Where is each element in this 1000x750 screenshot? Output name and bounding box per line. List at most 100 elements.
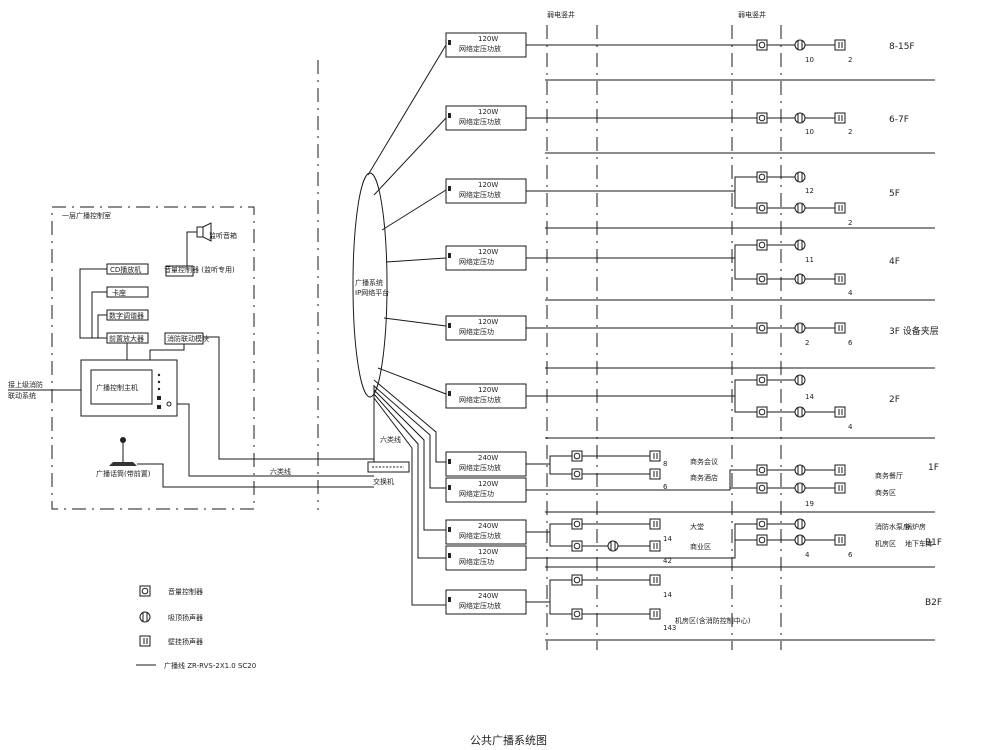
svg-text:12: 12 bbox=[805, 187, 814, 195]
svg-text:240W: 240W bbox=[478, 592, 498, 600]
wall-speaker-icon bbox=[649, 518, 661, 530]
svg-text:地下车库: 地下车库 bbox=[905, 539, 933, 548]
svg-text:8-15F: 8-15F bbox=[889, 42, 915, 52]
amplifier: 120W 网络定压功放 bbox=[445, 383, 527, 409]
svg-text:240W: 240W bbox=[478, 522, 498, 530]
speaker-runs bbox=[582, 44, 835, 615]
wall-speaker-icon bbox=[834, 406, 846, 418]
svg-text:锅炉房: 锅炉房 bbox=[905, 522, 926, 531]
zone-labels: 商务会议 商务酒店 商务餐厅 商务区 大堂 商业区 消防水泵房 机房区 锅炉房 … bbox=[675, 457, 933, 625]
volume-control-icon bbox=[139, 585, 151, 597]
ceiling-speaker-icon bbox=[794, 273, 806, 285]
svg-text:网络定压功放: 网络定压功放 bbox=[459, 463, 501, 472]
svg-text:卡座: 卡座 bbox=[112, 288, 126, 297]
svg-text:商务区: 商务区 bbox=[875, 488, 896, 497]
ceiling-speaker-icon bbox=[794, 239, 806, 251]
wall-speaker-icon bbox=[834, 112, 846, 124]
svg-text:网络定压功放: 网络定压功放 bbox=[459, 44, 501, 53]
svg-text:网络定压功: 网络定压功 bbox=[459, 557, 494, 566]
volume-control-icon bbox=[756, 202, 768, 214]
cable-mic-switch bbox=[137, 463, 374, 488]
svg-text:壁挂扬声器: 壁挂扬声器 bbox=[168, 637, 203, 646]
svg-text:4: 4 bbox=[848, 289, 853, 297]
svg-text:机房区(含消防控制中心): 机房区(含消防控制中心) bbox=[675, 616, 751, 625]
volume-control-icon bbox=[756, 112, 768, 124]
volume-control-icon bbox=[571, 450, 583, 462]
network-fan-lines bbox=[367, 44, 447, 606]
feeder-lines bbox=[526, 44, 757, 615]
svg-text:120W: 120W bbox=[478, 181, 498, 189]
volume-control-icon bbox=[756, 171, 768, 183]
wall-speaker-icon bbox=[834, 39, 846, 51]
amplifier: 240W 网络定压功放 bbox=[445, 451, 527, 477]
svg-text:网络定压功: 网络定压功 bbox=[459, 327, 494, 336]
ceiling-speaker-icon bbox=[794, 464, 806, 476]
svg-text:2: 2 bbox=[848, 128, 852, 136]
external-fire-link: 接上级消防 联动系统 bbox=[8, 380, 81, 400]
svg-text:10: 10 bbox=[805, 56, 814, 64]
svg-text:六类线: 六类线 bbox=[380, 435, 401, 444]
svg-text:联动系统: 联动系统 bbox=[8, 391, 36, 400]
svg-text:14: 14 bbox=[805, 393, 814, 401]
svg-text:CD播放机: CD播放机 bbox=[110, 265, 141, 274]
svg-text:2: 2 bbox=[848, 219, 852, 227]
cable-host-switch-a bbox=[177, 403, 374, 477]
ceiling-speaker-icon bbox=[139, 611, 151, 623]
svg-text:网络定压功: 网络定压功 bbox=[459, 489, 494, 498]
volume-control-icon bbox=[571, 518, 583, 530]
ceiling-speaker-icon bbox=[794, 202, 806, 214]
svg-text:143: 143 bbox=[663, 624, 676, 632]
shaft-lines bbox=[546, 25, 782, 650]
svg-text:11: 11 bbox=[805, 256, 814, 264]
amplifier: 120W 网络定压功放 bbox=[445, 105, 527, 131]
wall-speaker-icon bbox=[139, 635, 151, 647]
volume-control-icon bbox=[756, 374, 768, 386]
audio-source-chain: CD播放机 卡座 数字调谐器 前置放大器 bbox=[79, 263, 149, 360]
svg-text:2F: 2F bbox=[889, 395, 900, 405]
svg-text:4: 4 bbox=[848, 423, 853, 431]
svg-text:吸顶扬声器: 吸顶扬声器 bbox=[168, 613, 203, 622]
volume-control-icon bbox=[571, 540, 583, 552]
svg-text:机房区: 机房区 bbox=[875, 539, 896, 548]
svg-text:数字调谐器: 数字调谐器 bbox=[109, 311, 144, 320]
svg-text:交换机: 交换机 bbox=[373, 477, 394, 486]
amplifier: 120W 网络定压功 bbox=[445, 545, 527, 571]
amplifier: 120W 网络定压功 bbox=[445, 315, 527, 341]
svg-text:3F 设备夹层: 3F 设备夹层 bbox=[889, 325, 939, 337]
ceiling-speaker-icon bbox=[794, 518, 806, 530]
wall-speaker-icon bbox=[649, 608, 661, 620]
svg-text:IP网络平台: IP网络平台 bbox=[355, 288, 389, 297]
svg-text:接上级消防: 接上级消防 bbox=[8, 380, 43, 389]
svg-text:4F: 4F bbox=[889, 257, 900, 267]
legend: 音量控制器 吸顶扬声器 壁挂扬声器 广播线 ZR-RVS-2X1.0 SC20 bbox=[136, 585, 256, 670]
weak-shaft-header-a: 弱电竖井 bbox=[547, 10, 575, 19]
cable-label: 六类线 bbox=[270, 467, 291, 476]
wall-speaker-icon bbox=[834, 273, 846, 285]
svg-text:商业区: 商业区 bbox=[690, 542, 711, 551]
volume-control-icon bbox=[571, 574, 583, 586]
wall-speaker-icon bbox=[649, 450, 661, 462]
amplifier: 120W 网络定压功 bbox=[445, 245, 527, 271]
wall-speaker-icon bbox=[834, 202, 846, 214]
amplifier: 120W 网络定压功放 bbox=[445, 32, 527, 58]
svg-text:10: 10 bbox=[805, 128, 814, 136]
svg-text:120W: 120W bbox=[478, 35, 498, 43]
svg-text:6: 6 bbox=[663, 483, 668, 491]
svg-text:音量控制器: 音量控制器 bbox=[168, 587, 203, 596]
svg-text:1F: 1F bbox=[928, 463, 939, 473]
amplifier: 120W 网络定压功 bbox=[445, 477, 527, 503]
volume-control-icon bbox=[756, 39, 768, 51]
amplifier: 120W 网络定压功放 bbox=[445, 178, 527, 204]
volume-control-icon bbox=[756, 322, 768, 334]
volume-control-icon bbox=[571, 468, 583, 480]
ceiling-speaker-icon bbox=[794, 406, 806, 418]
wall-speaker-icon bbox=[649, 574, 661, 586]
wall-speaker-icon bbox=[834, 534, 846, 546]
volume-control-icon bbox=[756, 518, 768, 530]
monitor-speaker: 监听音箱 音量控制器 (监听专用) bbox=[164, 222, 237, 277]
wall-speaker-icon bbox=[834, 464, 846, 476]
volume-control-icon bbox=[756, 239, 768, 251]
svg-text:广播话筒(带前置): 广播话筒(带前置) bbox=[96, 469, 151, 478]
svg-text:8: 8 bbox=[663, 460, 667, 468]
svg-text:14: 14 bbox=[663, 591, 672, 599]
